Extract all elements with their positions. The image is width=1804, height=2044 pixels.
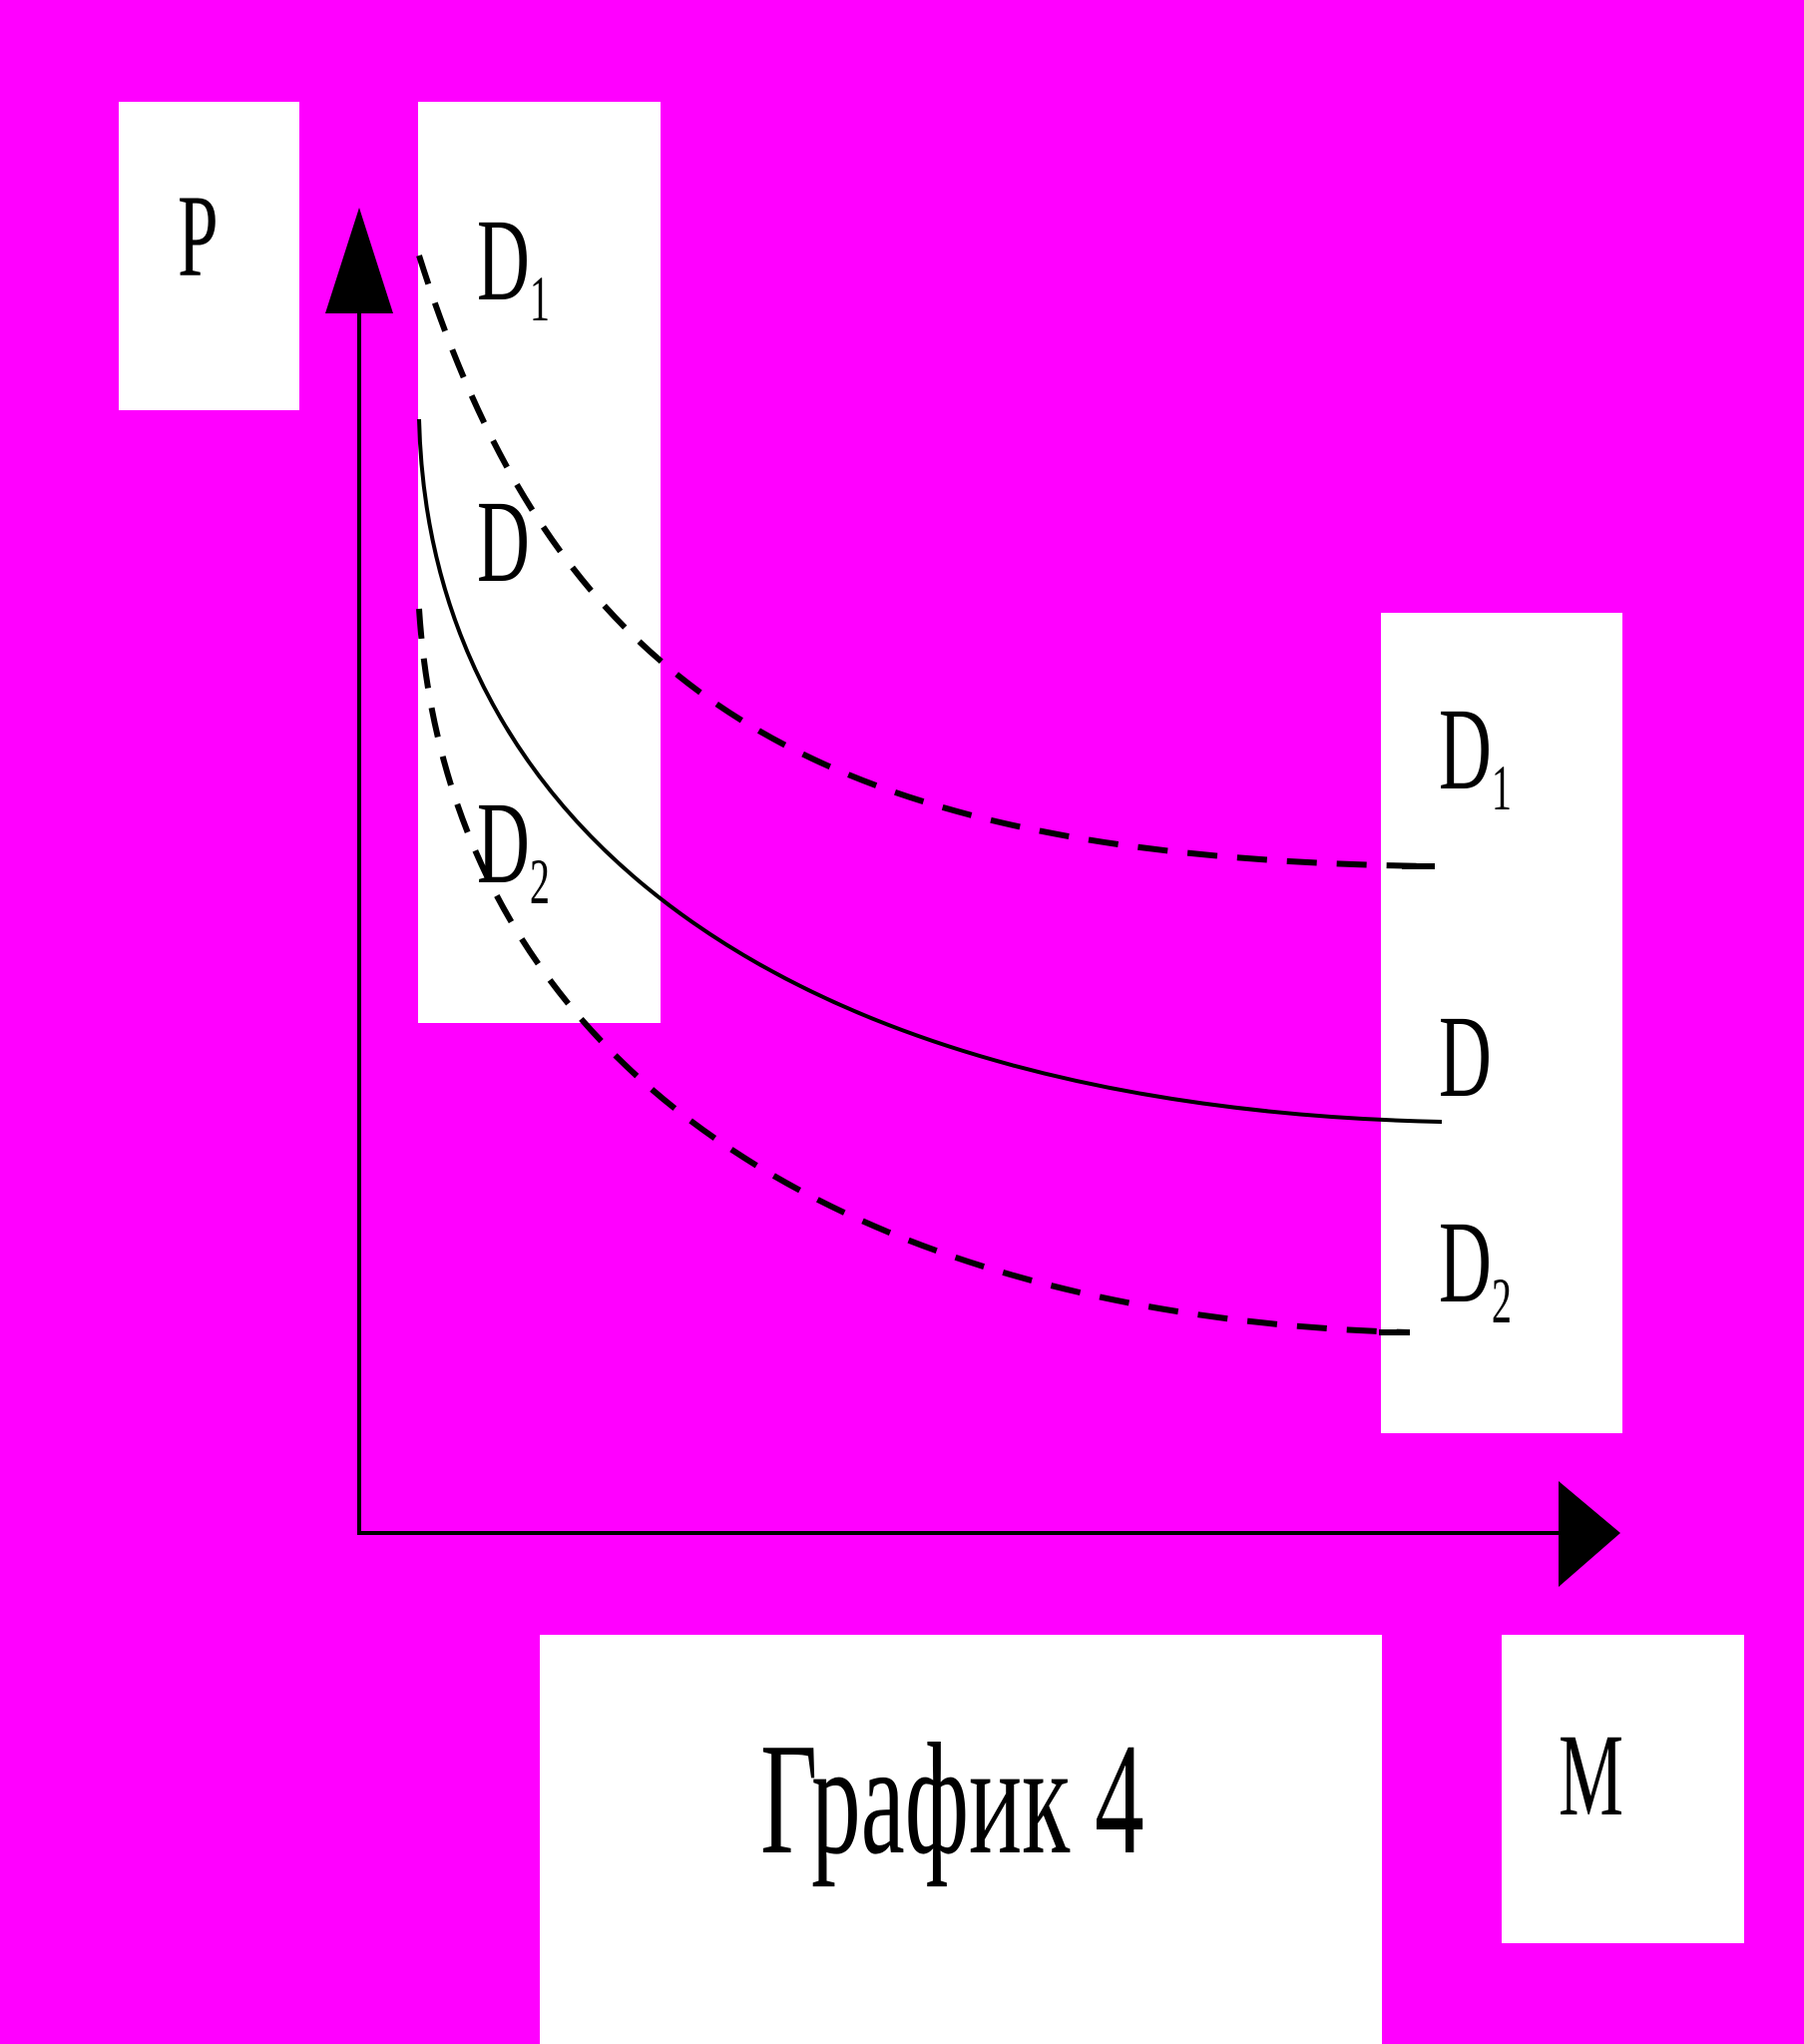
caption-text: График 4 (760, 1710, 1144, 1887)
diagram-caption: График 4 (760, 1719, 1144, 1878)
label-d2-right: D2 (1439, 1197, 1512, 1337)
y-axis-label: P (178, 178, 219, 295)
y-axis-arrow-icon (325, 208, 393, 313)
x-axis-arrow-icon (1559, 1481, 1620, 1587)
x-axis-label: M (1559, 1717, 1623, 1834)
label-d-left: D (477, 476, 530, 607)
label-d2-left: D2 (477, 777, 550, 918)
right-curve-labels-box (1381, 613, 1622, 1433)
left-curve-labels-box (418, 102, 661, 1023)
label-d-right: D (1439, 991, 1492, 1122)
x-axis-label-box (1502, 1635, 1744, 1943)
curve-d2 (416, 608, 1410, 1335)
label-d1-left: D1 (477, 195, 550, 335)
y-axis-label-text: P (178, 171, 219, 301)
curve-d (417, 418, 1443, 1124)
y-axis-label-box (119, 102, 299, 410)
caption-box (540, 1635, 1382, 2044)
label-d1-right: D1 (1439, 684, 1512, 824)
x-axis-label-text: M (1559, 1710, 1624, 1840)
curve-d1 (416, 255, 1433, 869)
